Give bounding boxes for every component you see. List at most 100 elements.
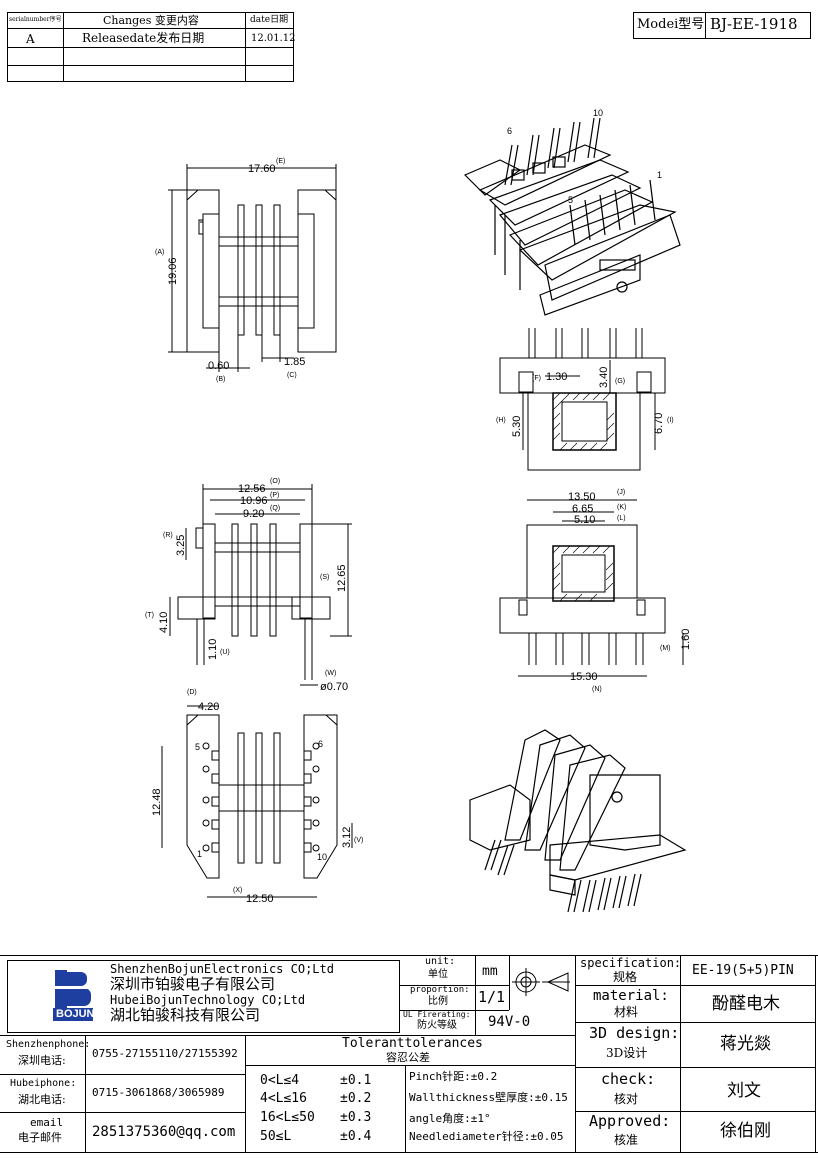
pin-1-label: 1 xyxy=(197,849,202,859)
dim-l-ref: (L) xyxy=(617,515,626,522)
dim-t-ref: (T) xyxy=(145,612,154,619)
email-value: 2851375360@qq.com xyxy=(92,1124,236,1140)
dim-d-ref: (D) xyxy=(187,689,197,696)
dim-h: 5.30 xyxy=(511,416,523,437)
dim-s: 12.65 xyxy=(336,564,348,592)
bojun-logo: BOJUN xyxy=(53,970,95,1022)
approved-label: Approved: xyxy=(589,1112,671,1130)
company-en-2: HubeiBojunTechnology CO;Ltd xyxy=(110,993,306,1007)
end-view xyxy=(499,499,684,677)
dim-n-ref: (N) xyxy=(592,686,602,693)
dim-o: 12.56 xyxy=(238,483,266,495)
bottom-view xyxy=(161,705,353,898)
dim-x: 12.50 xyxy=(246,893,274,905)
dim-q: 9.20 xyxy=(243,508,264,520)
shenzhen-phone-label: Shenzhenphone: xyxy=(6,1039,91,1050)
iso-pin-5: 5 xyxy=(568,195,573,205)
company-cn-2: 湖北铂骏科技有限公司 xyxy=(110,1006,261,1024)
iso-view-bottom xyxy=(469,729,687,913)
approved-label-cn: 核准 xyxy=(614,1133,639,1147)
unit-value: mm xyxy=(482,964,498,979)
hubei-phone-label: Hubeiphone: xyxy=(10,1078,77,1089)
dim-n: 15.30 xyxy=(570,671,598,683)
dim-f: 1.30 xyxy=(546,371,567,383)
spec-value: EE-19(5+5)PIN xyxy=(692,963,794,978)
unit-label-cn: 单位 xyxy=(428,969,448,980)
iso-view-top xyxy=(463,117,681,316)
dim-pitch: 12.48 xyxy=(151,788,163,816)
pin-6-label: 6 xyxy=(318,739,323,749)
ul-value: 94V-0 xyxy=(488,1014,531,1030)
pin-10-label: 10 xyxy=(317,852,327,862)
material-label: material: xyxy=(593,988,669,1004)
email-label: email xyxy=(30,1116,64,1129)
dim-m-ref: (M) xyxy=(660,645,671,652)
tolerance-value-3: ±0.3 xyxy=(340,1110,372,1125)
ul-label-cn: 防火等级 xyxy=(417,1020,457,1031)
revision-header-date: date日期 xyxy=(250,15,289,25)
dim-d: 4.20 xyxy=(198,701,219,713)
iso-pin-1: 1 xyxy=(657,170,662,180)
dim-e-ref: (E) xyxy=(276,158,285,165)
dim-v-ref: (V) xyxy=(354,837,363,844)
dim-l: 5.10 xyxy=(574,514,595,526)
dim-q-ref: (Q) xyxy=(270,505,280,512)
hubei-phone: 0715-3061868/3065989 xyxy=(92,1086,225,1099)
tolerance-value-2: ±0.2 xyxy=(340,1091,372,1106)
dim-g-ref: (G) xyxy=(615,378,625,385)
shenzhen-phone-label-cn: 深圳电话: xyxy=(18,1054,66,1067)
note-angle: angle角度:±1° xyxy=(409,1112,491,1125)
dim-u-ref: (U) xyxy=(220,649,230,656)
dim-c-ref: (C) xyxy=(287,372,297,379)
side-view xyxy=(169,484,352,686)
tolerance-range-3: 16<L≤50 xyxy=(260,1110,315,1125)
dim-m: 1.60 xyxy=(680,629,692,650)
tolerance-value-4: ±0.4 xyxy=(340,1129,372,1144)
check-label: check: xyxy=(601,1070,656,1088)
dim-u: 1.10 xyxy=(207,639,219,660)
proportion-label-cn: 比例 xyxy=(428,996,448,1007)
dim-f-ref: (F) xyxy=(532,375,541,382)
tolerance-value-1: ±0.1 xyxy=(340,1073,372,1088)
dim-p: 10.96 xyxy=(240,495,268,507)
dim-e: 17.60 xyxy=(248,163,276,175)
top-view xyxy=(168,164,337,372)
tolerance-range-2: 4<L≤16 xyxy=(260,1091,307,1106)
email-label-cn: 电子邮件 xyxy=(18,1131,62,1144)
material-label-cn: 材料 xyxy=(614,1005,639,1019)
dim-a-ref: (A) xyxy=(155,249,164,256)
pin-5-label: 5 xyxy=(195,742,200,752)
dim-w: ø0.70 xyxy=(320,681,348,693)
dim-b: 0.60 xyxy=(208,360,229,372)
dim-o-ref: (O) xyxy=(270,478,280,485)
dim-p-ref: (P) xyxy=(270,492,279,499)
model-label: Modei型号 xyxy=(637,17,705,32)
tolerance-range-4: 50≤L xyxy=(260,1129,292,1144)
dim-v: 3.12 xyxy=(341,827,353,848)
tolerance-range-1: 0<L≤4 xyxy=(260,1073,300,1088)
dim-k-ref: (K) xyxy=(617,504,626,511)
dim-j: 13.50 xyxy=(568,491,596,503)
revision-header-changes: Changes 变更内容 xyxy=(103,14,199,27)
tolerance-title-cn: 容忍公差 xyxy=(386,1051,430,1064)
design-value: 蒋光燚 xyxy=(720,1034,771,1054)
proportion-value: 1/1 xyxy=(478,988,506,1006)
dim-b-ref: (B) xyxy=(216,376,225,383)
design-label: 3D design: xyxy=(589,1024,680,1042)
dim-c: 1.85 xyxy=(284,356,305,368)
revision-row-date: 12.01.12 xyxy=(251,33,296,44)
approved-value: 徐伯刚 xyxy=(720,1121,771,1141)
note-wall: Wallthickness壁厚度:±0.15 xyxy=(409,1091,568,1104)
company-en-1: ShenzhenBojunElectronics CO;Ltd xyxy=(110,962,334,976)
model-value: BJ-EE-1918 xyxy=(710,15,798,33)
front-view xyxy=(499,328,666,471)
tolerance-title: Toleranttolerances xyxy=(342,1036,483,1051)
note-needle: Needlediameter针径:±0.05 xyxy=(409,1130,564,1143)
revision-header-serial: serialnumber序号 xyxy=(9,16,62,23)
ul-label: UL Firerating: xyxy=(403,1010,471,1019)
dim-i-ref: (I) xyxy=(667,417,674,424)
check-label-cn: 核对 xyxy=(614,1092,639,1106)
dim-a: 19.06 xyxy=(167,257,179,285)
dim-g: 3.40 xyxy=(598,367,610,388)
shenzhen-phone: 0755-27155110/27155392 xyxy=(92,1047,238,1060)
